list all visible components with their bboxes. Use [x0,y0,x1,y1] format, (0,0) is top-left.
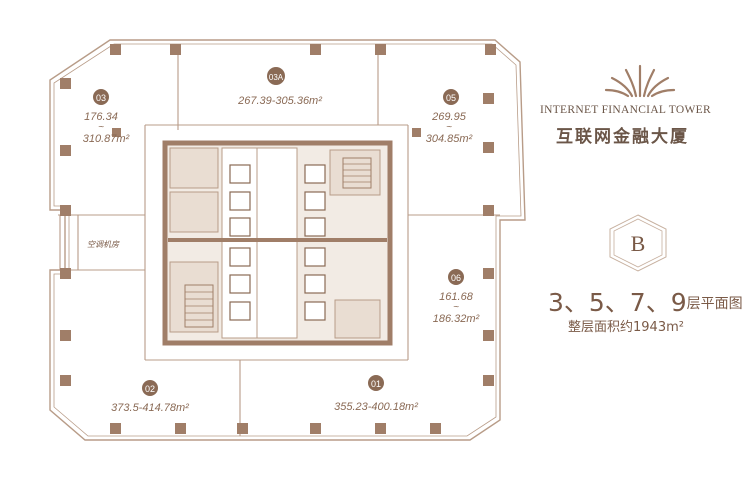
unit-area-labels: 176.34 ~ 310.87m² 267.39-305.36m² 269.95… [83,95,480,414]
structural-columns [60,44,496,434]
unit-02-marker [142,380,158,396]
unit-03-number: 03 [96,93,106,103]
unit-03-area-sep: ~ [98,122,104,133]
unit-05-marker [443,89,459,105]
partition-walls [58,44,500,436]
tower-name-cn: 互联网金融大厦 [556,127,689,147]
unit-03a-marker [267,67,285,85]
unit-05-area-max: 304.85m² [426,133,473,145]
block-badge: B [609,214,667,272]
unit-05-area-min: 269.95 [431,111,467,123]
unit-03-marker [93,89,109,105]
floor-list: 3、5、7、9 [548,288,687,317]
unit-03-area-min: 176.34 [84,111,118,123]
unit-01-number: 01 [371,379,381,389]
unit-03a-number: 03A [269,73,284,82]
unit-06-area-min: 161.68 [439,291,474,303]
total-area-note: 整层面积约1943m² [568,320,684,335]
block-letter: B [631,231,646,256]
unit-03a-area: 267.39-305.36m² [237,95,322,107]
unit-06-marker [448,269,464,285]
unit-01-area: 355.23-400.18m² [334,401,418,413]
unit-02-area: 373.5-414.78m² [111,402,189,414]
unit-05-number: 05 [446,93,456,103]
floor-plan-suffix: 层平面图 [686,296,743,312]
tower-logo-icon [604,64,676,98]
unit-02-number: 02 [145,384,155,394]
elevators [229,164,326,321]
unit-markers: 03 03A 05 06 02 01 [93,67,464,396]
unit-06-number: 06 [451,273,461,283]
tower-name-en: INTERNET FINANCIAL TOWER [540,104,711,116]
unit-06-area-sep: ~ [453,302,459,313]
building-outline [49,39,526,441]
unit-06-area-max: 186.32m² [433,313,480,325]
unit-05-area-sep: ~ [446,122,452,133]
building-core [162,140,393,346]
ac-room-label: 空调机房 [87,240,120,249]
unit-03-area-max: 310.87m² [83,133,130,145]
unit-01-marker [368,375,384,391]
floor-numbers: 3、5、7、9层平面图 [548,283,748,319]
